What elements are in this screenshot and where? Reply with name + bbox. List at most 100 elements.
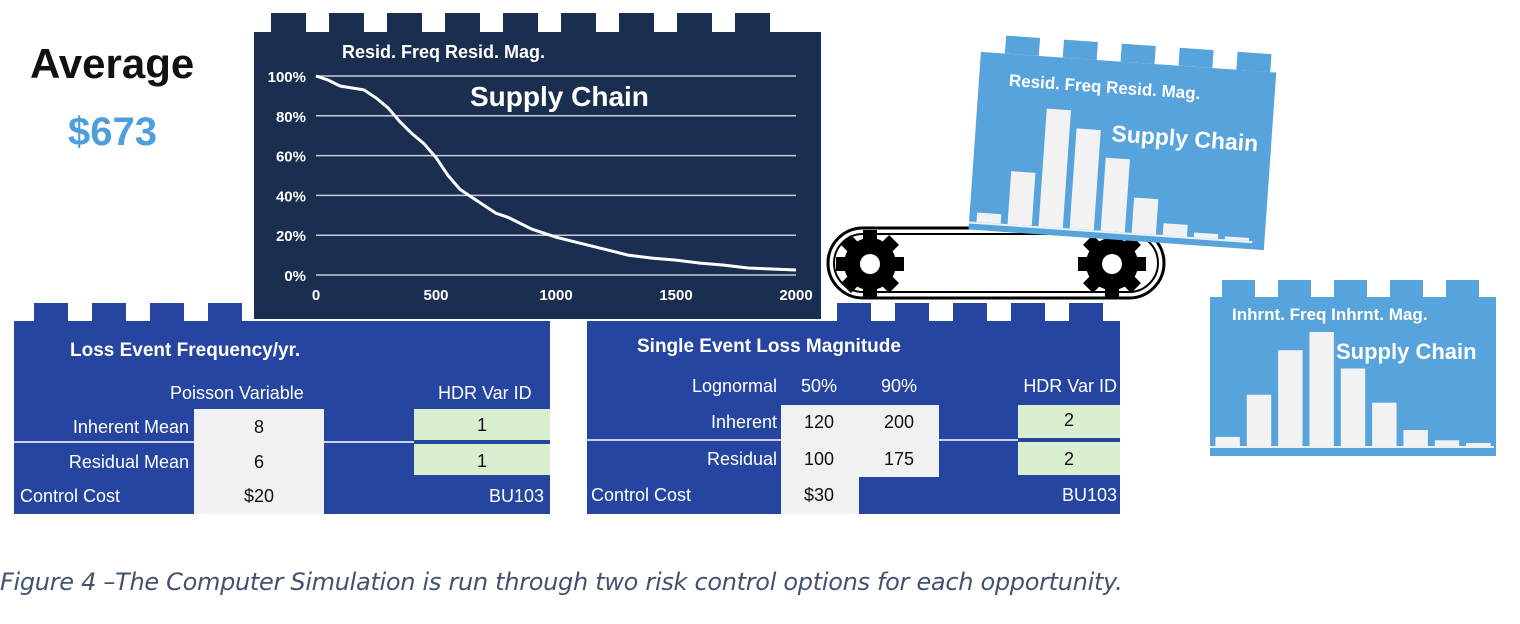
histogram-baseline bbox=[968, 221, 1253, 244]
x-tick-label: 1500 bbox=[659, 287, 692, 304]
residual-histogram: Resid. Freq Resid. Mag. Supply Chain bbox=[968, 71, 1259, 244]
y-tick-label: 100% bbox=[268, 69, 306, 86]
row-divider bbox=[324, 441, 414, 443]
stud bbox=[735, 13, 770, 32]
loss-exceedance-curve bbox=[315, 74, 797, 272]
stud bbox=[1120, 43, 1156, 65]
y-tick-label: 20% bbox=[276, 228, 306, 245]
table-title: Loss Event Frequency/yr. bbox=[70, 340, 301, 361]
stud bbox=[1011, 303, 1045, 321]
inherent-histogram: Inhrnt. Freq Inhrnt. Mag. Supply Chain bbox=[1210, 305, 1494, 448]
stud bbox=[92, 303, 126, 321]
column-header-hdr: HDR Var ID bbox=[1023, 376, 1117, 396]
stud bbox=[1446, 280, 1479, 297]
stud bbox=[953, 303, 987, 321]
histogram-bar bbox=[1434, 440, 1460, 446]
stud bbox=[445, 13, 480, 32]
histogram-bar bbox=[1038, 108, 1071, 229]
row-label-inherent: Inherent bbox=[710, 412, 777, 432]
inherent-p50: 120 bbox=[803, 412, 835, 432]
histogram-bar bbox=[1162, 223, 1188, 237]
brick-body: Resid. Freq Resid. Mag. Supply Chain bbox=[968, 51, 1277, 251]
stud bbox=[837, 303, 871, 321]
column-header-50: 50% bbox=[800, 376, 838, 396]
row-label-inherent-mean: Inherent Mean bbox=[72, 417, 189, 437]
brick-header: Inhrnt. Freq Inhrnt. Mag. bbox=[1232, 305, 1427, 324]
brick-header: Resid. Freq Resid. Mag. bbox=[1008, 71, 1201, 103]
table-title: Single Event Loss Magnitude bbox=[637, 336, 901, 357]
control-cost-label: Control Cost bbox=[20, 486, 121, 506]
conveyor-belt-icon bbox=[826, 226, 1166, 300]
row-label-residual: Residual bbox=[706, 449, 777, 469]
stud bbox=[150, 303, 184, 321]
stud bbox=[1390, 280, 1423, 297]
histogram-bar bbox=[1193, 232, 1219, 239]
brick-title: Supply Chain bbox=[1336, 339, 1477, 364]
column-header-hdr: HDR Var ID bbox=[438, 383, 532, 403]
hdr-cell-bg bbox=[414, 444, 550, 475]
stud bbox=[208, 303, 242, 321]
stud bbox=[1222, 280, 1255, 297]
histogram-bar bbox=[1100, 157, 1130, 233]
average-value: $673 bbox=[68, 110, 157, 154]
control-cost-value: $30 bbox=[803, 485, 835, 505]
y-tick-label: 40% bbox=[276, 188, 306, 205]
residual-histogram-brick: Resid. Freq Resid. Mag. Supply Chain bbox=[968, 34, 1278, 251]
stud bbox=[677, 13, 712, 32]
loss-event-frequency-table: Loss Event Frequency/yr. Poisson Variabl… bbox=[14, 321, 550, 514]
residual-p50: 100 bbox=[803, 449, 835, 469]
loss-magnitude-table: Single Event Loss Magnitude Lognormal 50… bbox=[587, 321, 1120, 514]
stud bbox=[271, 13, 306, 32]
gear-icon bbox=[836, 230, 904, 298]
histogram-bar bbox=[1403, 430, 1428, 446]
business-unit-id: BU103 bbox=[488, 486, 544, 506]
histogram-bar bbox=[1224, 236, 1250, 242]
stud bbox=[561, 13, 596, 32]
stud bbox=[895, 303, 929, 321]
hdr-cell-bg bbox=[1018, 442, 1120, 475]
histogram-bar bbox=[1069, 128, 1101, 231]
row-divider bbox=[939, 439, 1018, 441]
x-tick-label: 0 bbox=[312, 287, 320, 304]
column-header-distribution: Lognormal bbox=[691, 376, 777, 396]
stud bbox=[1278, 280, 1311, 297]
stud bbox=[34, 303, 68, 321]
y-tick-label: 60% bbox=[276, 149, 306, 166]
stud bbox=[387, 13, 422, 32]
y-tick-label: 80% bbox=[276, 109, 306, 126]
average-label: Average bbox=[30, 40, 195, 87]
histogram-bar bbox=[1466, 443, 1491, 446]
x-tick-label: 2000 bbox=[779, 287, 812, 304]
histogram-bar bbox=[1246, 394, 1272, 446]
chart-title: Supply Chain bbox=[470, 81, 649, 112]
stud bbox=[619, 13, 654, 32]
stud bbox=[1062, 39, 1098, 60]
residual-p90: 175 bbox=[883, 449, 915, 469]
business-unit-id: BU103 bbox=[1061, 485, 1117, 505]
stud bbox=[503, 13, 538, 32]
histogram-bar bbox=[1309, 332, 1334, 446]
cost-cell-bg bbox=[781, 477, 859, 514]
x-tick-label: 500 bbox=[423, 287, 448, 304]
stud bbox=[1236, 51, 1272, 73]
histogram-bar bbox=[1278, 350, 1303, 446]
histogram-bar bbox=[1131, 197, 1159, 235]
histogram-bar bbox=[976, 212, 1002, 224]
residual-hdr-id: 2 bbox=[1063, 449, 1074, 469]
column-header-90: 90% bbox=[880, 376, 918, 396]
inherent-hdr-id: 2 bbox=[1063, 410, 1074, 430]
control-cost-value: $20 bbox=[243, 486, 275, 506]
stud bbox=[1334, 280, 1367, 297]
hdr-cell-bg bbox=[414, 409, 550, 440]
residual-mean-value: 6 bbox=[253, 452, 264, 472]
value-column-bg bbox=[194, 409, 324, 514]
row-divider bbox=[14, 441, 194, 443]
percentile-cells-bg bbox=[781, 405, 939, 477]
stud bbox=[329, 13, 364, 32]
inherent-p90: 200 bbox=[883, 412, 915, 432]
column-header-variable: Poisson Variable bbox=[170, 383, 304, 403]
hdr-cell-bg bbox=[1018, 405, 1120, 438]
histogram-bar bbox=[1007, 171, 1036, 226]
